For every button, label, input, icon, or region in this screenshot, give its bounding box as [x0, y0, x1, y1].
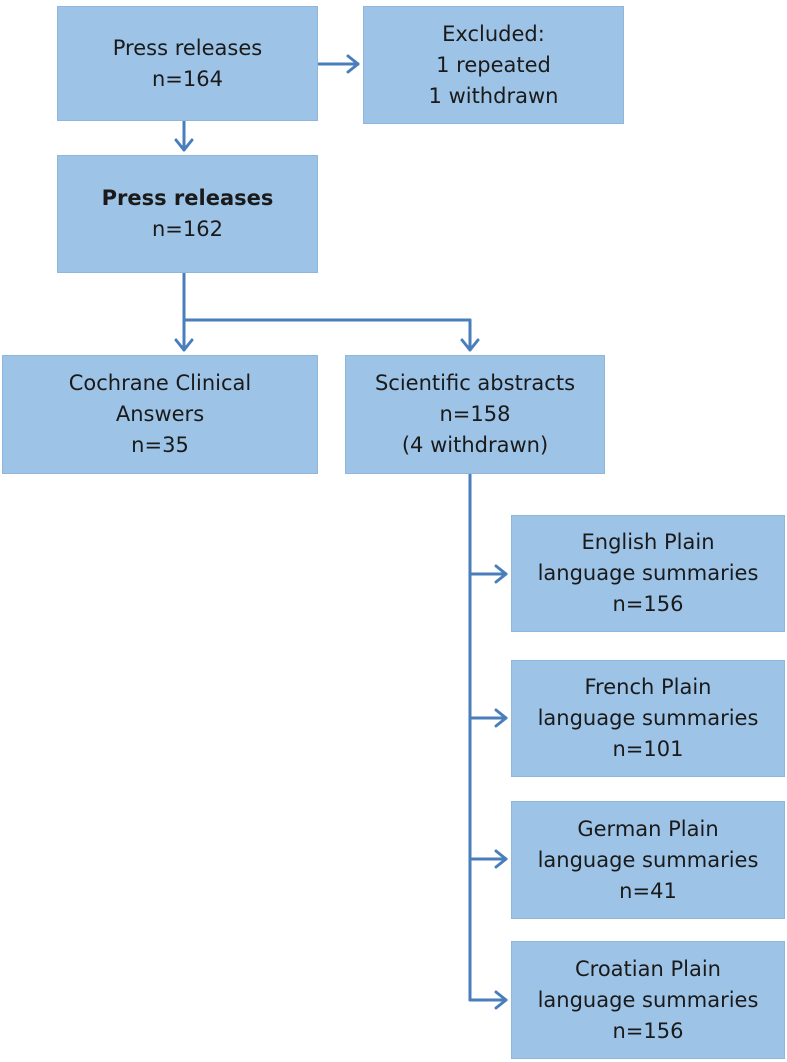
- box-line-2: language summaries: [537, 987, 759, 1012]
- arrowhead-press-162: [174, 138, 194, 152]
- box-count: n=41: [619, 878, 677, 903]
- box-line-1: French Plain: [584, 675, 712, 699]
- box-line-1: 1 repeated: [436, 52, 551, 77]
- box-line-1: Croatian Plain: [575, 956, 721, 981]
- box-note: (4 withdrawn): [401, 433, 549, 457]
- arrowhead-german: [494, 849, 508, 869]
- box-title: Excluded:: [442, 21, 545, 46]
- arrowhead-french: [494, 708, 508, 728]
- box-english-pls: English Plain language summaries n=156: [511, 515, 785, 632]
- arrowhead-croatian: [494, 990, 508, 1010]
- box-cochrane-clinical-answers: Cochrane Clinical Answers n=35: [2, 355, 318, 474]
- box-excluded: Excluded: 1 repeated 1 withdrawn: [363, 6, 624, 124]
- box-count: n=156: [612, 1018, 684, 1043]
- arrowhead-abstracts: [460, 338, 480, 352]
- box-count: n=158: [439, 402, 511, 426]
- box-title: Scientific abstracts: [374, 371, 576, 395]
- box-count: n=101: [612, 737, 684, 761]
- box-line-2: language summaries: [537, 847, 759, 872]
- box-title: Press releases: [112, 35, 263, 60]
- box-german-pls: German Plain language summaries n=41: [511, 801, 785, 919]
- box-count: n=162: [152, 217, 223, 241]
- box-french-pls: French Plain language summaries n=101: [511, 660, 785, 777]
- box-title: Press releases: [101, 186, 274, 210]
- arrowhead-cca: [174, 338, 194, 352]
- box-croatian-pls: Croatian Plain language summaries n=156: [511, 941, 785, 1059]
- box-line-2: language summaries: [537, 561, 759, 585]
- box-line-1: Cochrane Clinical: [68, 371, 252, 395]
- box-line-2: 1 withdrawn: [428, 83, 559, 108]
- box-count: n=164: [152, 66, 223, 91]
- box-press-releases-164: Press releases n=164: [57, 6, 318, 121]
- box-line-2: Answers: [115, 402, 205, 426]
- box-scientific-abstracts: Scientific abstracts n=158 (4 withdrawn): [345, 355, 605, 474]
- box-press-releases-162: Press releases n=162: [57, 155, 318, 273]
- arrowhead-excluded: [346, 54, 360, 74]
- box-count: n=156: [612, 592, 684, 616]
- box-line-2: language summaries: [537, 706, 759, 730]
- arrowhead-english: [494, 564, 508, 584]
- box-line-1: English Plain: [581, 530, 715, 554]
- box-line-1: German Plain: [577, 816, 719, 841]
- box-count: n=35: [131, 433, 189, 457]
